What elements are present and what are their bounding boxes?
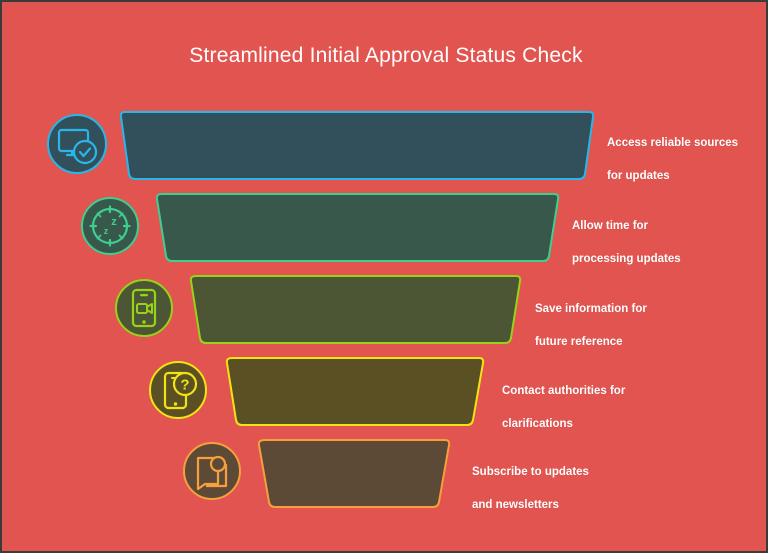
monitor-check-icon [47,114,107,174]
funnel-segment-5[interactable] [257,439,451,508]
funnel-segment-2[interactable] [155,193,560,262]
clock-sleep-icon: z z [81,197,139,255]
stage-label-5-line2: and newsletters [472,499,559,512]
funnel-segment-1[interactable] [119,111,595,180]
stage-icon-4[interactable]: ? [148,360,208,420]
phone-video-icon [115,279,173,337]
stage-label-1-line1: Access reliable sources [607,136,739,149]
stage-label-4-line1: Contact authorities for [502,384,626,397]
document-photo-icon [183,442,241,500]
phone-question-icon: ? [149,361,207,419]
stage-label-2: Allow time for processing updates [572,201,732,268]
stage-label-3: Save information for future reference [535,284,705,351]
stage-label-2-line2: processing updates [572,253,681,266]
svg-text:?: ? [180,377,189,394]
funnel-segment-4[interactable] [225,357,485,426]
stage-label-5: Subscribe to updates and newsletters [472,447,647,514]
stage-label-4: Contact authorities for clarifications [502,366,677,433]
stage-label-3-line2: future reference [535,336,623,349]
page-title: Streamlined Initial Approval Status Chec… [189,44,583,67]
stage-label-1-line2: for updates [607,170,670,183]
svg-text:z: z [111,216,117,228]
stage-icon-2[interactable]: z z [80,196,140,256]
svg-text:z: z [104,226,109,236]
funnel-segment-3[interactable] [189,275,522,344]
stage-label-2-line1: Allow time for [572,219,649,232]
stage-label-1: Access reliable sources for updates [607,118,757,185]
stage-icon-5[interactable] [182,441,242,501]
stage-icon-1[interactable] [46,113,108,175]
stage-label-3-line1: Save information for [535,302,647,315]
stage-label-4-line2: clarifications [502,418,573,431]
stage-icon-3[interactable] [114,278,174,338]
stage-label-5-line1: Subscribe to updates [472,465,589,478]
